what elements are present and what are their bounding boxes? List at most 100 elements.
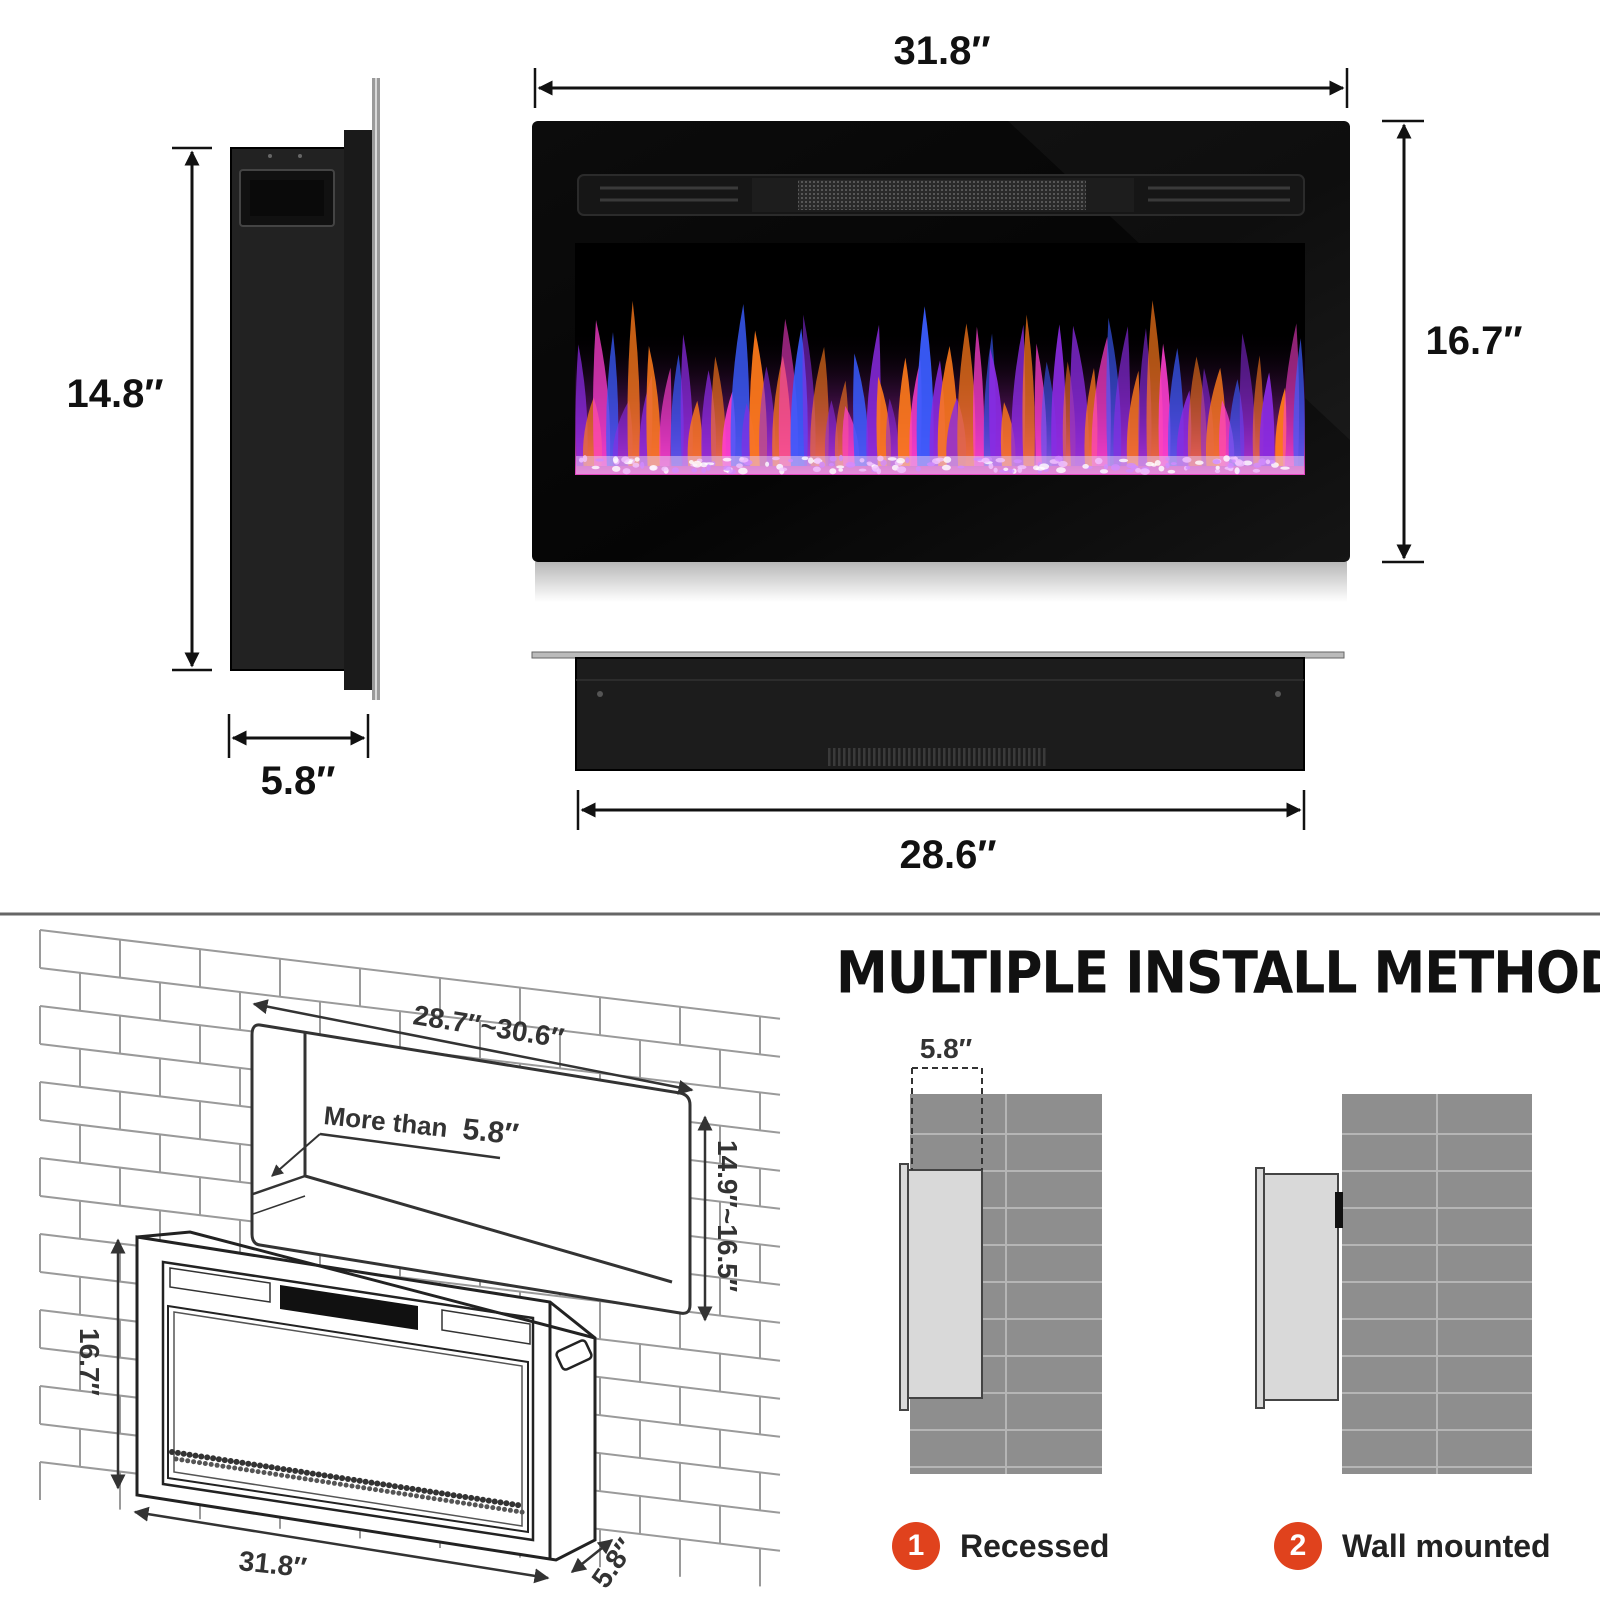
- crystal: [691, 468, 698, 473]
- crystal: [1228, 467, 1234, 472]
- vent-slot: [858, 748, 861, 766]
- ember-dot: [503, 1500, 510, 1507]
- flame: [916, 306, 934, 466]
- method-number-badge: 1: [892, 1522, 940, 1570]
- ember-dot: [337, 1481, 343, 1487]
- side-height-dimension: 14.8″: [66, 146, 212, 672]
- ember-dot: [519, 1509, 525, 1515]
- crystal: [1252, 468, 1261, 473]
- method-label-recessed: Recessed: [960, 1527, 1110, 1564]
- crystal: [1013, 459, 1022, 464]
- crystal: [1214, 469, 1221, 474]
- crystal: [1126, 462, 1137, 469]
- vent-slot: [993, 748, 996, 766]
- front-height-label: 16.7″: [1425, 319, 1522, 363]
- ember-dot: [402, 1491, 408, 1497]
- ember-dot: [468, 1494, 475, 1501]
- vent-slot: [893, 748, 896, 766]
- ember-dot: [221, 1457, 228, 1464]
- recess-depth-label: 5.8″: [920, 1033, 972, 1064]
- vent-slot: [1043, 748, 1046, 766]
- crystal: [1140, 468, 1150, 475]
- flame: [810, 346, 829, 466]
- ember-dot: [479, 1496, 486, 1503]
- ember-dot: [386, 1482, 393, 1489]
- ember-dot: [315, 1471, 322, 1478]
- ember-dot: [415, 1486, 422, 1493]
- flame: [1259, 372, 1275, 466]
- ember-dot: [314, 1478, 320, 1484]
- crystal: [779, 467, 788, 472]
- ember-dot: [255, 1469, 261, 1475]
- crystal: [701, 467, 707, 474]
- ember-dot: [355, 1484, 361, 1490]
- crystal: [1227, 462, 1234, 469]
- ember-dot: [185, 1458, 191, 1464]
- crystal: [595, 458, 604, 462]
- ember-dot: [438, 1490, 445, 1497]
- vent-slot: [968, 748, 971, 766]
- crystal: [941, 464, 951, 471]
- crystal: [582, 455, 588, 463]
- flame: [646, 345, 661, 466]
- crystal: [876, 468, 882, 475]
- ember-dot: [339, 1475, 346, 1482]
- vent-slot: [923, 748, 926, 766]
- crystal: [1165, 462, 1170, 469]
- vent-slot: [833, 748, 836, 766]
- unit-width-label: 31.8″: [237, 1545, 308, 1583]
- ember-dot: [444, 1491, 451, 1498]
- ember-dot: [280, 1466, 287, 1473]
- ember-dot: [455, 1499, 461, 1505]
- ember-dot: [267, 1470, 273, 1476]
- vent-slot: [1023, 748, 1026, 766]
- crystal: [1003, 467, 1009, 471]
- flame: [659, 367, 672, 466]
- bottom-vent: [828, 748, 1046, 766]
- side-bracket: [344, 130, 374, 690]
- crystal: [1135, 468, 1142, 473]
- crystal: [896, 466, 907, 474]
- recessed-diagram: 5.8″: [899, 1033, 1102, 1474]
- ember-dot: [362, 1478, 369, 1485]
- ember-dot: [210, 1455, 217, 1462]
- heater-mesh: [798, 180, 1086, 210]
- vent-slot: [938, 748, 941, 766]
- ember-dot: [290, 1474, 296, 1480]
- unit-depth-arrow: [570, 1539, 614, 1573]
- crystal: [1118, 458, 1129, 463]
- crystal: [926, 462, 936, 467]
- ember-dot: [421, 1487, 428, 1494]
- crystal: [957, 465, 965, 469]
- ember-dot: [197, 1460, 202, 1466]
- crystal: [661, 466, 669, 472]
- crystal: [723, 465, 732, 471]
- ember-dot: [367, 1486, 373, 1492]
- ember-dot: [249, 1468, 255, 1474]
- ember-dot: [308, 1477, 314, 1483]
- brick-course: [39, 929, 781, 1020]
- crystal: [858, 468, 867, 472]
- ember-dot: [427, 1488, 434, 1495]
- ember-dot: [491, 1498, 498, 1505]
- crystal: [836, 465, 845, 469]
- vent-slot: [828, 748, 831, 766]
- ember-dot: [490, 1505, 496, 1511]
- crystal: [995, 457, 1006, 463]
- side-view: [230, 78, 380, 700]
- ember-dot: [449, 1498, 455, 1504]
- vent-slot: [848, 748, 851, 766]
- crystal: [905, 457, 910, 464]
- ember-dot: [472, 1502, 478, 1508]
- crystal: [1165, 457, 1170, 461]
- vent-slot: [878, 748, 881, 766]
- ember-dot: [174, 1449, 181, 1456]
- side-depth-label: 5.8″: [261, 759, 336, 803]
- flame: [1022, 314, 1035, 466]
- crystal: [738, 467, 748, 475]
- ember-dot: [192, 1452, 199, 1459]
- ember-dot: [279, 1472, 285, 1478]
- crystal: [1103, 464, 1109, 470]
- crystal: [1242, 460, 1253, 466]
